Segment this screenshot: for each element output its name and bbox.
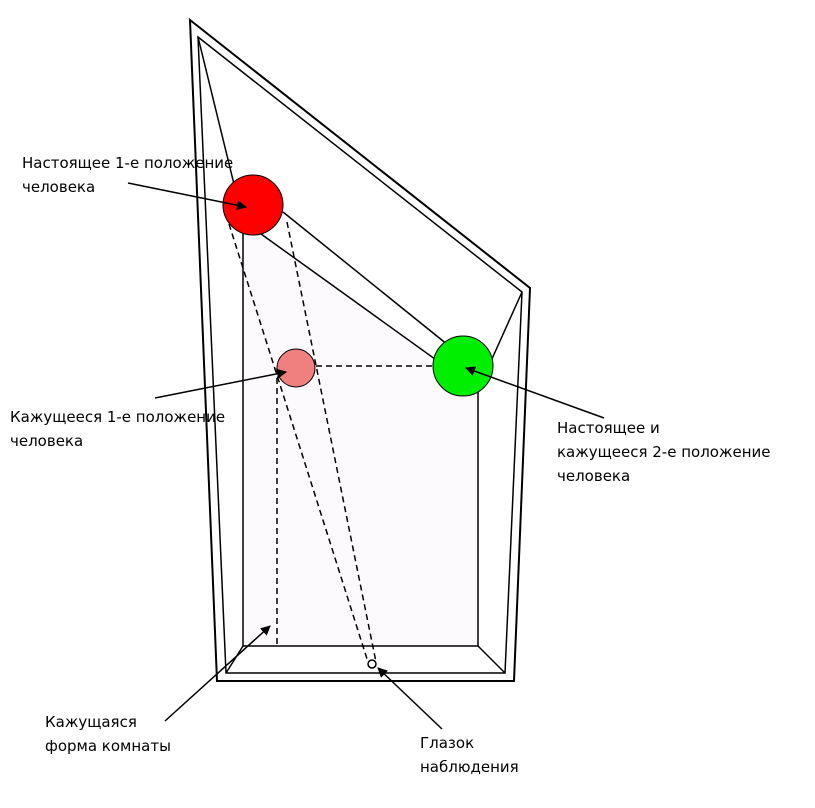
arrow-apparent-pos1 (154, 368, 287, 399)
label-apparent-pos1: Кажущееся 1-е положение человека (10, 408, 230, 450)
room-outer-wall (188, 17, 532, 682)
apparent-room-back-wall (242, 219, 479, 647)
arrow-real-pos1 (127, 182, 247, 211)
sight-line-2 (286, 221, 377, 663)
label-real-pos1: Настоящее 1-е положение человека (22, 154, 238, 196)
person1-real-circle (222, 174, 284, 236)
label-pos2: Настоящее и кажущееся 2-е положение чело… (557, 419, 775, 485)
peephole-circle (367, 659, 377, 669)
sight-line-1 (228, 223, 369, 663)
arrow-apparent-room (164, 625, 271, 722)
label-peephole: Глазок наблюдения (420, 734, 519, 776)
apparent-room-floor-left (225, 645, 244, 674)
person1-apparent-circle (276, 348, 316, 388)
apparent-room-floor-right (477, 645, 506, 674)
ceiling-edge-middle (282, 211, 449, 346)
label-apparent-room: Кажущаяся форма комнаты (45, 713, 171, 755)
arrow-pos2 (465, 366, 605, 419)
person2-circle (432, 335, 494, 397)
arrow-peephole (377, 667, 443, 730)
